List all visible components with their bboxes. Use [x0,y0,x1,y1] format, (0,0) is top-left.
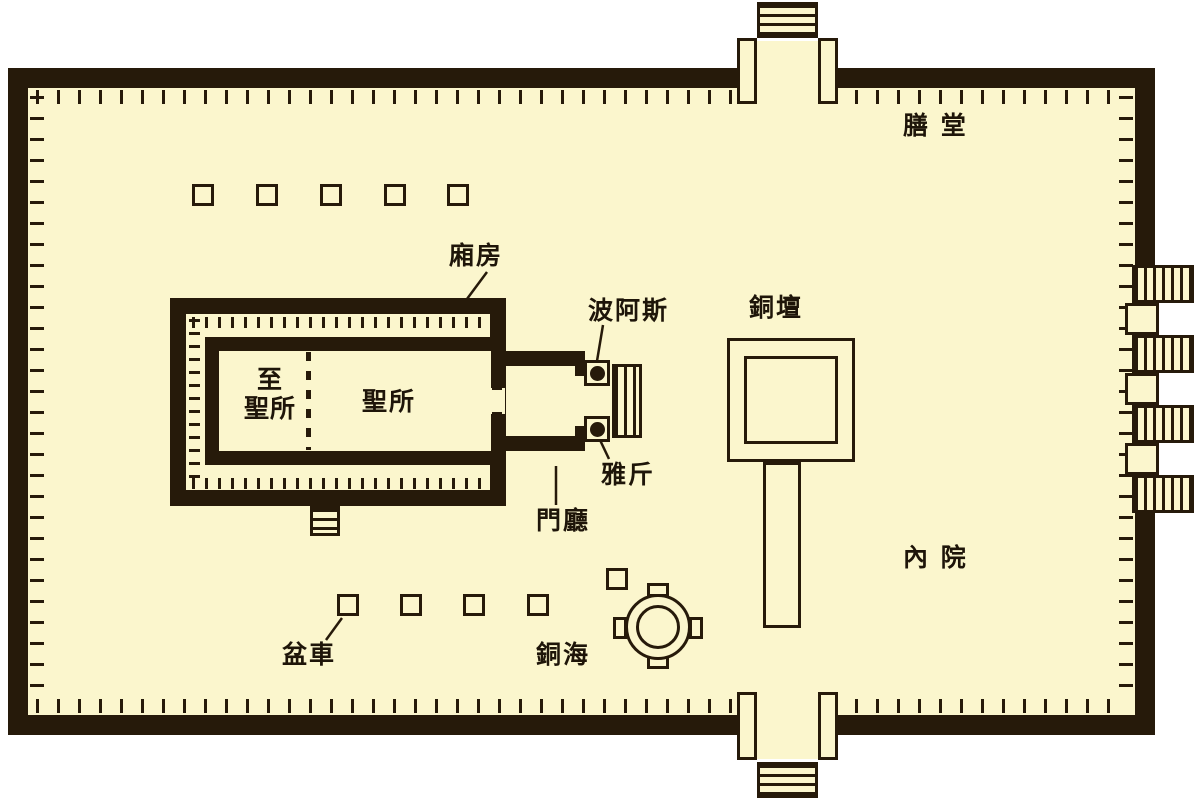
temple-entrance-steps [612,364,642,438]
east-steps-connector-2 [1125,373,1159,405]
laver-square [447,184,469,206]
north-gate-steps [757,2,818,38]
side-chambers-ticks-top [192,317,488,328]
temple-door-gap [491,388,505,414]
bronze-sea-inner-circle [636,605,680,649]
laver-square [400,594,422,616]
label-bronze-altar: 銅壇 [749,293,804,322]
east-steps-2 [1132,335,1194,373]
label-most-holy-place: 至 聖所 [243,365,296,423]
laver-square [384,184,406,206]
east-steps-1 [1132,265,1194,303]
side-chambers-ticks-bottom [192,478,488,489]
north-gate-post-right [818,38,838,104]
label-porch: 門廳 [536,506,591,535]
east-steps-4 [1132,475,1194,513]
label-holy-place: 聖所 [362,387,417,416]
laver-square [192,184,214,206]
side-chamber-step [310,506,340,536]
bronze-sea-tab-east [689,617,703,639]
pillar-boaz-icon [590,366,605,381]
south-gate-passage [757,693,818,759]
north-gate-post-left [737,38,757,104]
laver-square [320,184,342,206]
court-ticks-left [30,96,44,702]
porch-wall-bottom [505,436,585,451]
label-basin-carts: 盆車 [282,640,337,669]
label-pillar-jachin: 雅斤 [601,460,656,489]
laver-square [463,594,485,616]
laver-square [527,594,549,616]
porch-stub-top [575,366,585,376]
pillar-jachin-icon [590,422,605,437]
label-dining-hall: 膳 堂 [903,111,968,140]
porch-wall-top [505,351,585,366]
temple-door-post-top [492,381,502,390]
label-pillar-boaz: 波阿斯 [588,296,670,325]
label-side-chambers: 廂房 [449,241,504,270]
bronze-altar-ramp [763,462,801,628]
bronze-altar-inner [744,356,838,444]
temple-door-post-bottom [492,412,502,421]
court-ticks-top [36,90,1128,104]
porch-stub-bottom [575,426,585,436]
south-gate-post-left [737,692,757,760]
east-steps-3 [1132,405,1194,443]
laver-square [606,568,628,590]
side-chambers-ticks-left [189,319,200,485]
laver-square [337,594,359,616]
south-gate-steps [757,762,818,798]
court-ticks-bottom [36,699,1128,713]
north-gate-passage [757,41,818,107]
east-steps-connector-1 [1125,303,1159,335]
laver-square [256,184,278,206]
temple-main-wall [205,337,505,465]
veil-dashed-divider [306,352,311,450]
south-gate-post-right [818,692,838,760]
label-inner-court: 內 院 [903,543,968,572]
east-steps-connector-3 [1125,443,1159,475]
label-bronze-sea: 銅海 [536,640,591,669]
